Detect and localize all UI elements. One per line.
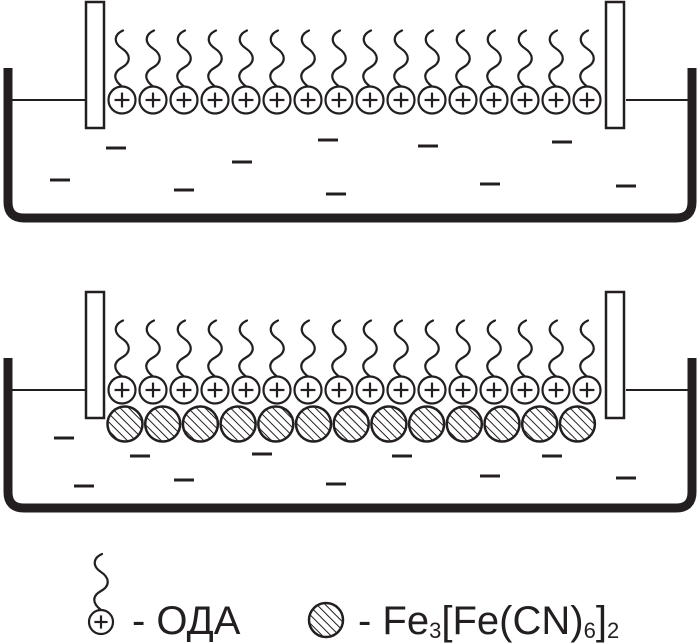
alkyl-tail bbox=[331, 319, 347, 378]
legend: - ОДА - Fe3[Fe(CN)6]2 bbox=[87, 552, 619, 643]
alkyl-tail bbox=[238, 319, 254, 378]
complex-particle bbox=[294, 405, 333, 443]
alkyl-tail bbox=[548, 319, 564, 378]
alkyl-tail bbox=[517, 319, 533, 378]
alkyl-tail bbox=[269, 319, 285, 378]
oda-molecule bbox=[417, 29, 447, 115]
oda-molecule bbox=[417, 319, 447, 405]
oda-molecule bbox=[324, 29, 354, 115]
oda-molecule bbox=[231, 29, 261, 115]
alkyl-tail bbox=[300, 319, 316, 378]
trough-vessel bbox=[3, 358, 697, 513]
trough-bottom-panel bbox=[3, 290, 697, 513]
alkyl-tail bbox=[455, 319, 471, 378]
alkyl-tail bbox=[548, 29, 564, 88]
alkyl-tail bbox=[145, 29, 161, 88]
oda-molecule bbox=[293, 29, 323, 115]
complex-particle bbox=[558, 405, 597, 443]
oda-monolayer bbox=[107, 319, 602, 405]
complex-particle bbox=[445, 405, 484, 443]
alkyl-tail bbox=[176, 29, 192, 88]
oda-molecule bbox=[510, 29, 540, 115]
complex-particle bbox=[257, 405, 295, 443]
oda-molecule bbox=[169, 319, 199, 405]
oda-molecule bbox=[107, 319, 137, 405]
complex-particle bbox=[407, 405, 446, 443]
alkyl-tail bbox=[393, 29, 409, 88]
complex-legend-label: - Fe3[Fe(CN)6]2 bbox=[358, 599, 619, 643]
alkyl-tail bbox=[300, 29, 316, 88]
oda-molecule-legend-icon bbox=[87, 552, 115, 636]
barrier-left bbox=[84, 290, 106, 420]
complex-particle bbox=[332, 405, 370, 443]
oda-monolayer bbox=[107, 29, 602, 115]
oda-molecule bbox=[231, 319, 261, 405]
alkyl-tail bbox=[579, 29, 595, 88]
alkyl-tail bbox=[93, 552, 109, 612]
oda-molecule bbox=[138, 319, 168, 405]
complex-legend-icon bbox=[307, 601, 345, 639]
oda-molecule bbox=[262, 29, 292, 115]
alkyl-tail bbox=[114, 319, 130, 378]
oda-molecule bbox=[200, 29, 230, 115]
oda-molecule bbox=[572, 29, 602, 115]
oda-molecule bbox=[572, 319, 602, 405]
oda-molecule bbox=[355, 319, 385, 405]
oda-molecule bbox=[107, 29, 137, 115]
alkyl-tail bbox=[176, 319, 192, 378]
alkyl-tail bbox=[331, 29, 347, 88]
alkyl-tail bbox=[362, 319, 378, 378]
alkyl-tail bbox=[455, 29, 471, 88]
alkyl-tail bbox=[486, 29, 502, 88]
complex-particle bbox=[219, 405, 257, 443]
oda-molecule bbox=[479, 29, 509, 115]
oda-molecule bbox=[386, 319, 416, 405]
oda-legend-label: - ОДА bbox=[132, 599, 241, 643]
oda-molecule bbox=[448, 29, 478, 115]
alkyl-tail bbox=[207, 29, 223, 88]
alkyl-tail bbox=[362, 29, 378, 88]
complex-particle bbox=[483, 405, 521, 443]
alkyl-tail bbox=[114, 29, 130, 88]
alkyl-tail bbox=[269, 29, 285, 88]
oda-molecule bbox=[510, 319, 540, 405]
barrier-right bbox=[604, 0, 626, 130]
alkyl-tail bbox=[238, 29, 254, 88]
oda-molecule bbox=[355, 29, 385, 115]
alkyl-tail bbox=[486, 319, 502, 378]
oda-molecule bbox=[293, 319, 323, 405]
alkyl-tail bbox=[207, 319, 223, 378]
trough-vessel bbox=[3, 68, 697, 223]
complex-particle bbox=[181, 405, 220, 443]
oda-molecule bbox=[541, 319, 571, 405]
complex-particle bbox=[106, 405, 144, 443]
oda-molecule bbox=[541, 29, 571, 115]
barrier-right bbox=[604, 290, 626, 420]
complex-particle bbox=[143, 405, 182, 443]
oda-molecule bbox=[386, 29, 416, 115]
prussian-blue-layer bbox=[106, 405, 597, 443]
complex-particle bbox=[520, 405, 559, 443]
alkyl-tail bbox=[393, 319, 409, 378]
oda-molecule bbox=[169, 29, 199, 115]
oda-molecule bbox=[138, 29, 168, 115]
complex-particle bbox=[370, 405, 408, 443]
alkyl-tail bbox=[517, 29, 533, 88]
anions-bottom bbox=[54, 436, 636, 488]
alkyl-tail bbox=[579, 319, 595, 378]
oda-molecule bbox=[87, 552, 115, 636]
oda-molecule bbox=[200, 319, 230, 405]
anions-top bbox=[50, 138, 636, 196]
alkyl-tail bbox=[424, 29, 440, 88]
alkyl-tail bbox=[145, 319, 161, 378]
oda-molecule bbox=[324, 319, 354, 405]
alkyl-tail bbox=[424, 319, 440, 378]
oda-molecule bbox=[479, 319, 509, 405]
oda-molecule bbox=[262, 319, 292, 405]
oda-molecule bbox=[448, 319, 478, 405]
trough-top-panel bbox=[3, 0, 697, 223]
barrier-left bbox=[84, 0, 106, 130]
